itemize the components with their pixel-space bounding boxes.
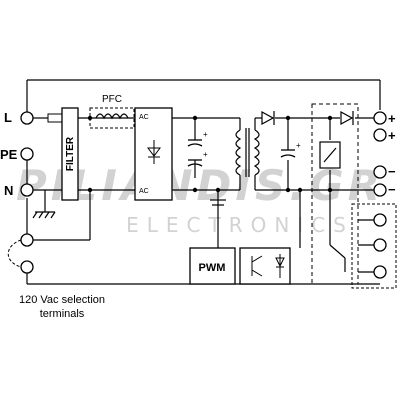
- output-terminals: [373, 111, 387, 279]
- out-cap-plus: +: [296, 141, 301, 150]
- series-diode-icon: [340, 110, 354, 126]
- cap-plus-2: +: [203, 150, 208, 159]
- terminal-relay-2: [373, 238, 387, 252]
- cap-plus-1: +: [203, 130, 208, 139]
- optocoupler-icon: [251, 254, 285, 278]
- filter-label: FILTER: [65, 136, 76, 171]
- terminal-l-label: L: [4, 110, 12, 125]
- output-minus-2: −: [388, 182, 396, 197]
- terminal-relay-3: [373, 265, 387, 279]
- pwm-label: PWM: [199, 262, 226, 274]
- caption-line-2: terminals: [40, 308, 85, 320]
- output-plus-2: +: [388, 128, 396, 143]
- terminal-out-3: [373, 165, 387, 179]
- output-plus-1: +: [388, 111, 396, 126]
- input-terminals: [20, 111, 34, 274]
- output-capacitor-icon: [280, 149, 296, 158]
- terminal-pe: [20, 147, 34, 161]
- earth-ground-icon: [32, 211, 56, 219]
- ac-bottom-label: AC: [139, 188, 149, 195]
- watermark-subtitle: ELECTRONICS: [126, 213, 354, 237]
- output-minus-1: −: [388, 164, 396, 179]
- terminal-out-1: [373, 111, 387, 125]
- pwm-block: [189, 247, 236, 285]
- junction-dots: [87, 115, 333, 193]
- rectifier-diode-icon: [147, 140, 161, 164]
- bulk-capacitor-icon: [187, 139, 203, 167]
- terminal-pe-label: PE: [0, 147, 18, 162]
- caption-line-1: 120 Vac selection: [19, 294, 105, 306]
- output-diode-icon: [261, 110, 275, 126]
- transformer-icon: [235, 128, 260, 177]
- terminal-n: [20, 183, 34, 197]
- pfc-label: PFC: [102, 94, 122, 105]
- ac-top-label: AC: [139, 114, 149, 121]
- filter-block: [61, 107, 79, 201]
- terminal-out-2: [373, 128, 387, 142]
- switch-transistor-icon: [210, 199, 226, 206]
- terminal-sel-2: [20, 260, 34, 274]
- relay-dashed-box: [311, 103, 359, 285]
- optocoupler-block: [239, 247, 291, 285]
- terminal-relay-1: [373, 213, 387, 227]
- terminal-n-label: N: [4, 183, 13, 198]
- terminal-out-4: [373, 183, 387, 197]
- terminal-l: [20, 111, 34, 125]
- terminal-sel-1: [20, 233, 34, 247]
- output-terminal-dashed-box: [351, 203, 397, 289]
- selection-jumper: [7, 239, 22, 268]
- relay-coil-icon: [319, 141, 341, 169]
- pfc-inductor: [95, 113, 129, 120]
